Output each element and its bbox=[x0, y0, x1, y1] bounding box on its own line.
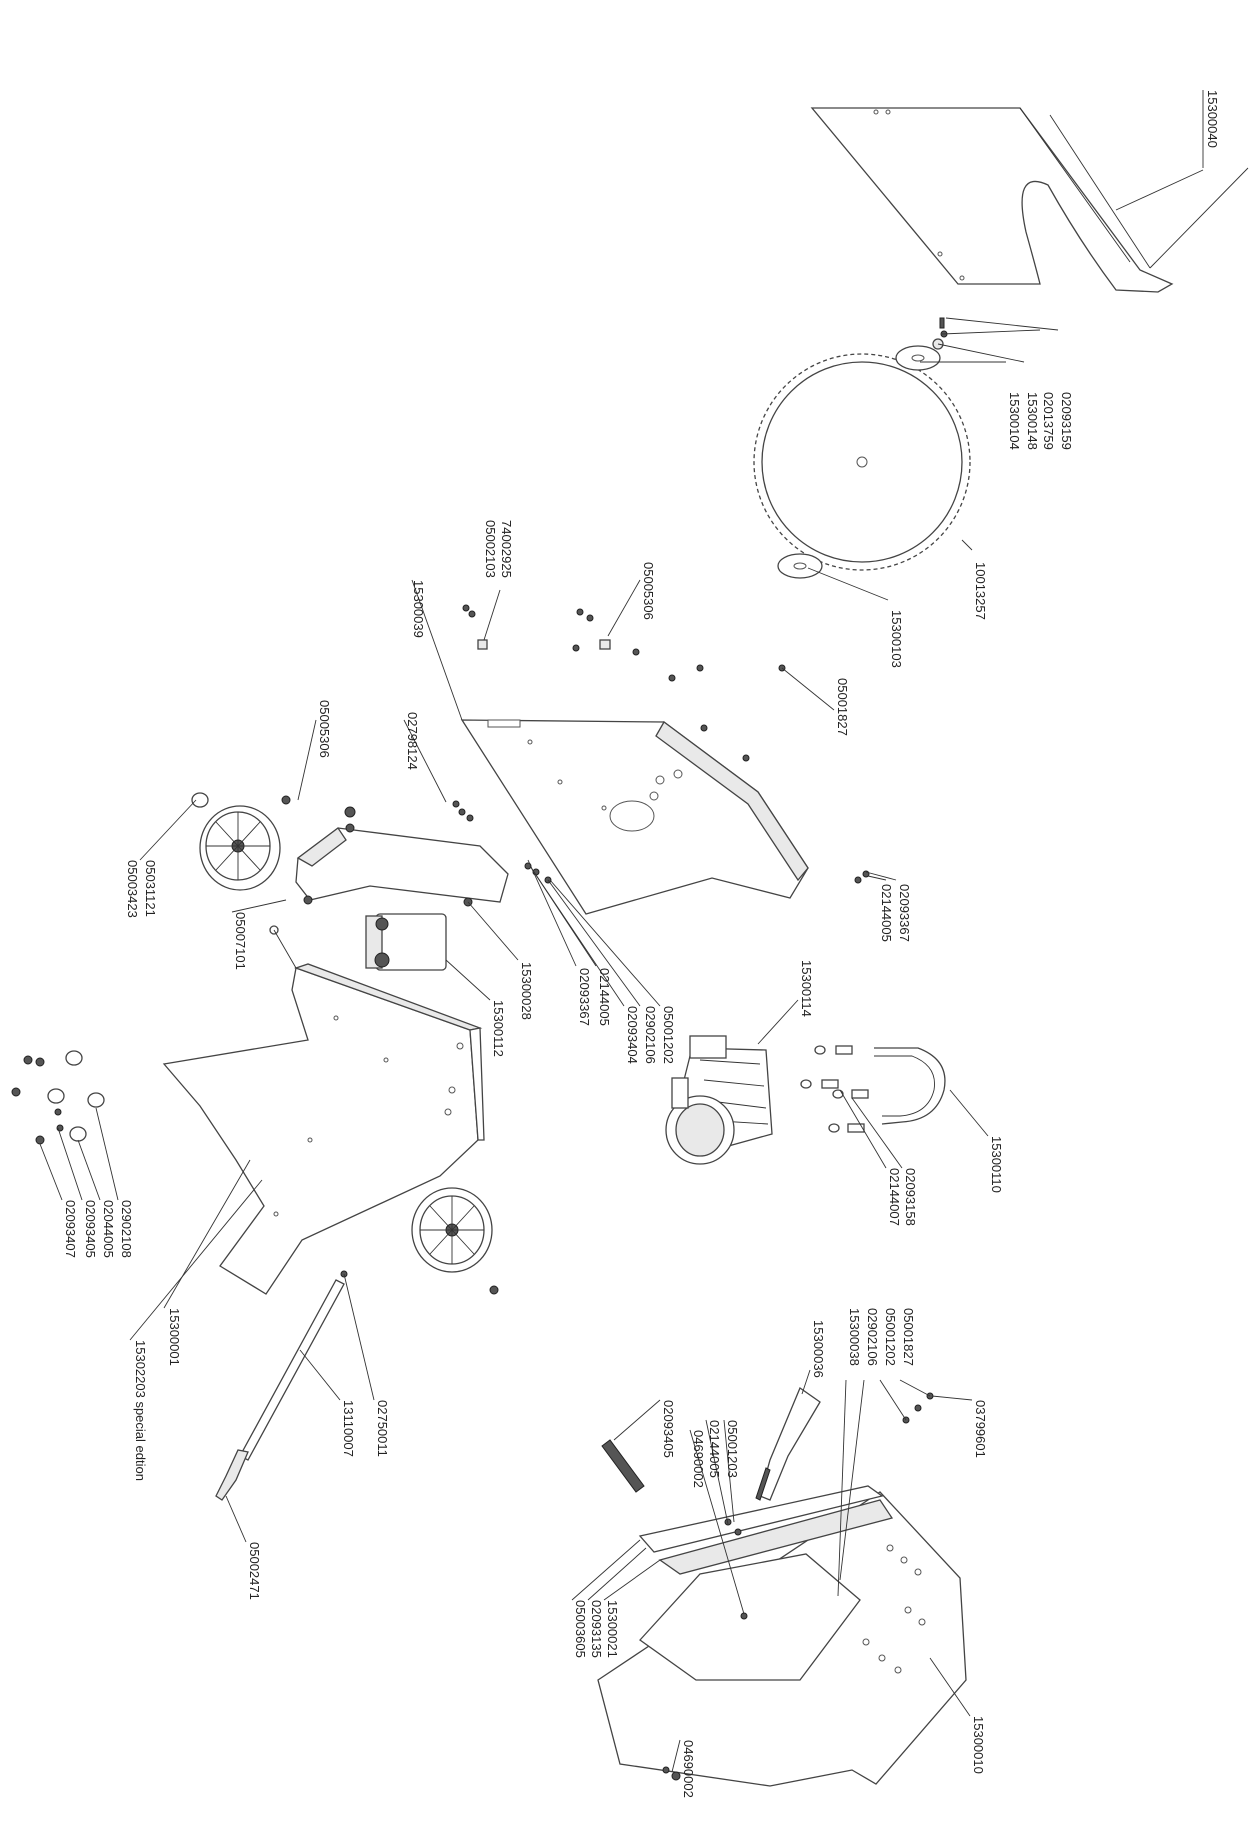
part-label: 15300028 bbox=[519, 962, 534, 1020]
part-label: 05003605 bbox=[573, 1600, 588, 1658]
blade-flange-inner-part bbox=[777, 553, 823, 579]
base-frame-part bbox=[597, 1392, 967, 1787]
part-label: 02093404 bbox=[625, 1006, 640, 1064]
part-number-labels: 15300040 02093159 02013759 15300148 1530… bbox=[63, 90, 1220, 1798]
part-label: 05005306 bbox=[641, 562, 656, 620]
part-label: 15300104 bbox=[1007, 392, 1022, 450]
part-label: 02093367 bbox=[577, 968, 592, 1026]
hand-grip-part bbox=[601, 1439, 645, 1493]
part-label: 15300148 bbox=[1025, 392, 1040, 450]
part-label: 02093405 bbox=[83, 1200, 98, 1258]
part-label: 15300110 bbox=[989, 1136, 1004, 1193]
main-chassis-part bbox=[162, 925, 485, 1295]
part-label: 10013257 bbox=[973, 562, 988, 620]
part-label: 15300040 bbox=[1205, 90, 1220, 148]
part-label: 03799601 bbox=[973, 1400, 988, 1458]
part-label: 05001827 bbox=[901, 1308, 916, 1366]
blade-guard-part bbox=[810, 107, 1174, 293]
part-label: 02144007 bbox=[887, 1168, 902, 1226]
part-label: 05003423 bbox=[125, 860, 140, 918]
part-label: 02144005 bbox=[879, 884, 894, 942]
part-label: 05005306 bbox=[317, 700, 332, 758]
part-label: 02144005 bbox=[707, 1420, 722, 1478]
handle-bar-part bbox=[874, 1047, 946, 1125]
part-label: 15300103 bbox=[889, 610, 904, 668]
part-label: 02798124 bbox=[405, 712, 420, 770]
blade-flange-outer-part bbox=[895, 317, 948, 371]
part-label: 02144005 bbox=[597, 968, 612, 1026]
part-label: 02093367 bbox=[897, 884, 912, 942]
motor-bolts-group bbox=[800, 1045, 869, 1133]
blade-support-plate-part bbox=[460, 719, 809, 915]
motor-part bbox=[665, 1035, 773, 1165]
switch-box-part bbox=[365, 913, 447, 971]
part-label: 02750011 bbox=[375, 1400, 390, 1457]
part-label: 02093135 bbox=[589, 1600, 604, 1658]
small-hardware-group bbox=[462, 604, 870, 884]
leader-lines bbox=[39, 167, 1249, 1773]
wheel-part-lower bbox=[411, 1187, 499, 1295]
part-label: 15300039 bbox=[411, 580, 426, 638]
motor-bracket-part bbox=[295, 800, 552, 907]
part-label: 05001202 bbox=[661, 1006, 676, 1064]
lever-arm-part bbox=[755, 1387, 821, 1501]
part-label: 02013759 bbox=[1041, 392, 1056, 450]
part-label: 15300036 bbox=[811, 1320, 826, 1378]
part-label: 15300112 bbox=[491, 1000, 506, 1057]
part-label: 15300114 bbox=[799, 960, 814, 1017]
part-label: 15300001 bbox=[167, 1308, 182, 1366]
saw-blade-part bbox=[753, 353, 971, 571]
part-label: 05001827 bbox=[835, 678, 850, 736]
part-label: 02044005 bbox=[101, 1200, 116, 1258]
part-label: 05031121 bbox=[143, 860, 158, 917]
part-label: 02093407 bbox=[63, 1200, 78, 1258]
part-label: 05002103 bbox=[483, 520, 498, 578]
loose-washers-group bbox=[11, 1050, 105, 1145]
part-label: 02093158 bbox=[903, 1168, 918, 1226]
part-label: 02093159 bbox=[1059, 392, 1074, 450]
handle-tube-part bbox=[215, 1270, 348, 1501]
part-label: 05007101 bbox=[233, 912, 248, 970]
part-label: 15300021 bbox=[605, 1600, 620, 1658]
part-label: 05002471 bbox=[247, 1542, 262, 1600]
part-label: 05001202 bbox=[883, 1308, 898, 1366]
part-label: 13110007 bbox=[341, 1400, 356, 1457]
part-label: 04690002 bbox=[691, 1430, 706, 1488]
part-label: 02902108 bbox=[119, 1200, 134, 1258]
part-label: 05001203 bbox=[725, 1420, 740, 1478]
part-label: 02093405 bbox=[661, 1400, 676, 1458]
part-label: 02902106 bbox=[643, 1006, 658, 1064]
part-label: 15300010 bbox=[971, 1716, 986, 1774]
part-label: 15300038 bbox=[847, 1308, 862, 1366]
wheel-part bbox=[191, 792, 356, 905]
part-label: 04690002 bbox=[681, 1740, 696, 1798]
part-label: 02902106 bbox=[865, 1308, 880, 1366]
part-label: 15302203 special edtion bbox=[133, 1340, 148, 1481]
part-label: 74002925 bbox=[499, 520, 514, 578]
